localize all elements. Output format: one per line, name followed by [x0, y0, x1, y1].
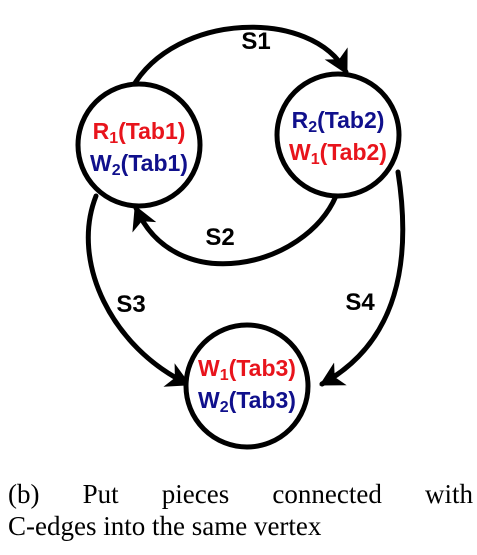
vertex-tab2-line2: W1(Tab2)	[289, 139, 387, 168]
edge-s1	[129, 24, 349, 91]
vertex-tab2	[274, 71, 402, 199]
edge-label-s4: S4	[345, 289, 375, 316]
vertex-tab1-line1: R1(Tab1)	[93, 118, 186, 147]
vertex-tab3-line2: W2(Tab3)	[198, 387, 296, 416]
vertex-tab2-line1: R2(Tab2)	[292, 107, 385, 136]
vertex-tab3-line1: W1(Tab3)	[198, 355, 296, 384]
edge-s4	[319, 169, 406, 387]
figure-caption: (b) Put pieces connected with C-edges in…	[8, 478, 473, 542]
vertex-tab1	[75, 81, 203, 209]
edge-s3	[85, 193, 191, 387]
caption-line-1: (b) Put pieces connected with	[8, 479, 473, 509]
edge-s2	[132, 193, 339, 267]
caption-line-2: C-edges into the same vertex	[8, 511, 322, 541]
edge-label-s2: S2	[205, 224, 234, 251]
vertex-tab1-line2: W2(Tab1)	[90, 150, 188, 179]
transaction-graph: S1 S2 S3 S4 R1(Tab1) W2(Tab1) R2(Tab2) W…	[75, 24, 406, 450]
vertex-tab3	[183, 322, 311, 450]
edge-label-s1: S1	[241, 28, 270, 55]
edge-label-s3: S3	[116, 291, 145, 318]
